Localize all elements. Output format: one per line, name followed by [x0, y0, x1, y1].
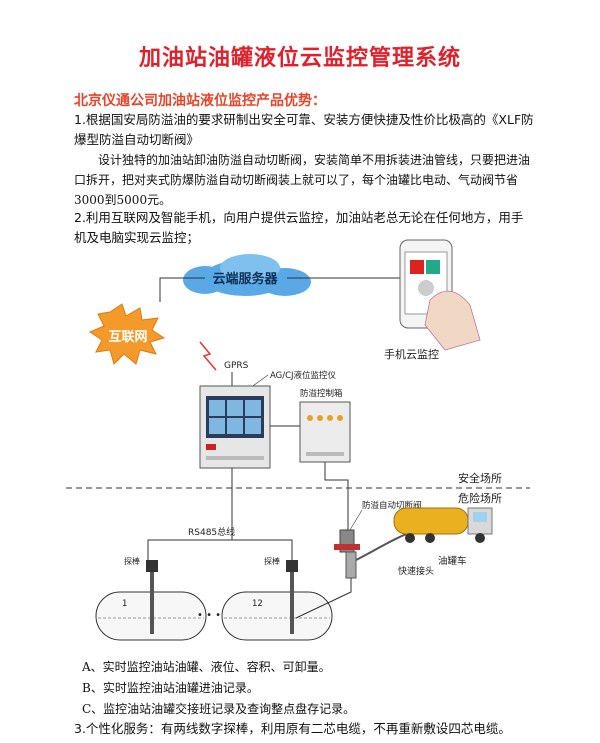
control-box-label: 防溢控制箱 [300, 388, 343, 399]
tank-12-number: 12 [252, 599, 263, 609]
tanker-label: 油罐车 [438, 555, 467, 567]
internet-badge: 互联网 [88, 303, 166, 365]
page-title: 加油站油罐液位云监控管理系统 [138, 46, 461, 71]
probe-label-1: 探棒 [124, 556, 140, 566]
feature-item-b: B、实时监控油站油罐进油记录。 [82, 681, 259, 695]
paragraph-3: 3.个性化服务：有两线数字探棒，利用原有二芯电缆，不再重新敷设四芯电缆。 [74, 721, 511, 736]
cloud-server: 云端服务器 [183, 254, 311, 296]
smartphone-icon [399, 239, 481, 351]
gprs-signal-icon [199, 341, 217, 371]
quick-joint-label: 快速接头 [398, 565, 434, 577]
oil-tank-1: 1 [95, 560, 207, 641]
paragraph-1: 1.根据国安局防溢油的要求研制出安全可靠、安装方便快捷及性价比极高的《XLF防爆… [74, 112, 534, 147]
danger-zone-label: 危险场所 [458, 491, 502, 505]
tank-ellipsis: • • • [197, 610, 221, 621]
overflow-control-box [299, 401, 351, 463]
probe-label-2: 探棒 [264, 556, 280, 566]
feature-item-c: C、监控油站油罐交接班记录及查询整点盘存记录。 [82, 702, 356, 716]
paragraph-1-detail: 设计独特的加油站卸油防溢自动切断阀，安装简单不用拆装进油管线，只要把进油口拆开，… [74, 153, 531, 207]
monitor-label: AG/CJ液位监控仪 [270, 370, 337, 381]
cloud-label: 云端服务器 [212, 271, 278, 287]
level-monitor-unit [199, 385, 271, 469]
valve-label: 防溢自动切断阀 [362, 500, 422, 511]
phone-label: 手机云监控 [384, 347, 439, 361]
rs485-label: RS485总线 [188, 526, 235, 538]
overflow-shutoff-valve [334, 529, 360, 579]
tanker-truck-icon [393, 507, 493, 543]
feature-list: A、实时监控油站油罐、液位、容积、可卸量。 B、实时监控油站油罐进油记录。 C、… [82, 657, 355, 720]
safe-zone-label: 安全场所 [458, 471, 502, 485]
internet-label: 互联网 [108, 330, 147, 345]
paragraph-2: 2.利用互联网及智能手机，向用户提供云监控，加油站老总无论在任何地方，用手机及电… [74, 210, 524, 245]
tank-1-number: 1 [122, 599, 127, 609]
gprs-label: GPRS [224, 361, 249, 371]
oil-tank-12: 12 [221, 560, 333, 641]
feature-item-a: A、实时监控油站油罐、液位、容积、可卸量。 [82, 660, 331, 674]
section-subtitle: 北京仪通公司加油站液位监控产品优势： [74, 93, 326, 109]
system-diagram: 云端服务器 互联网 手机云监控 GPRS AG/CJ液位监控仪 防溢控制箱 [66, 239, 530, 641]
